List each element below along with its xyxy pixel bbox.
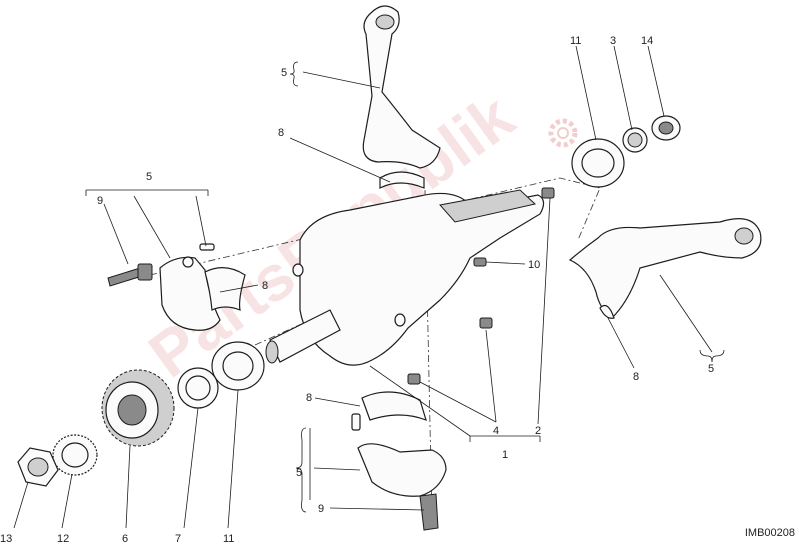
callout-8-bottom: 8 bbox=[306, 392, 312, 404]
leader-lines bbox=[13, 45, 713, 529]
callout-7: 7 bbox=[175, 533, 181, 545]
right-washers bbox=[571, 115, 681, 188]
callout-12: 12 bbox=[57, 533, 69, 545]
callout-11-bottom: 11 bbox=[223, 533, 234, 545]
callout-8-right: 8 bbox=[633, 371, 639, 383]
callout-1: 1 bbox=[502, 449, 508, 461]
primary-gear bbox=[101, 369, 175, 447]
big-end-cap-bottom bbox=[351, 391, 447, 531]
callout-8-left: 8 bbox=[262, 280, 268, 292]
callout-2: 2 bbox=[535, 425, 541, 437]
callout-5-bottom: 5 bbox=[296, 467, 302, 479]
nut-and-washer bbox=[17, 434, 98, 487]
watermark-gear-icon bbox=[548, 118, 578, 148]
callout-3: 3 bbox=[610, 35, 616, 47]
callout-14: 14 bbox=[641, 35, 653, 47]
callout-labels: 5 8 11 3 14 5 9 8 10 8 5 8 5 9 4 2 1 13 … bbox=[0, 35, 714, 545]
callout-5-right: 5 bbox=[708, 363, 714, 375]
callout-5-top: 5 bbox=[281, 67, 287, 79]
callout-6: 6 bbox=[122, 533, 128, 545]
group-braces bbox=[85, 61, 725, 513]
big-end-cap-left bbox=[107, 243, 246, 331]
connecting-rod-right bbox=[568, 218, 762, 319]
callout-9-left: 9 bbox=[97, 195, 103, 207]
crank-small-parts bbox=[407, 187, 555, 385]
callout-5-left: 5 bbox=[146, 171, 152, 183]
left-washers bbox=[177, 341, 265, 409]
callout-10: 10 bbox=[528, 259, 540, 271]
callout-8-top: 8 bbox=[278, 127, 284, 139]
drawing-code: IMB00208 bbox=[744, 527, 795, 539]
callout-13: 13 bbox=[0, 533, 12, 545]
callout-11-right: 11 bbox=[570, 35, 581, 47]
crankshaft bbox=[265, 189, 545, 366]
connecting-rod-top bbox=[362, 5, 441, 189]
callout-4: 4 bbox=[493, 425, 499, 437]
callout-9-bottom: 9 bbox=[318, 503, 324, 515]
